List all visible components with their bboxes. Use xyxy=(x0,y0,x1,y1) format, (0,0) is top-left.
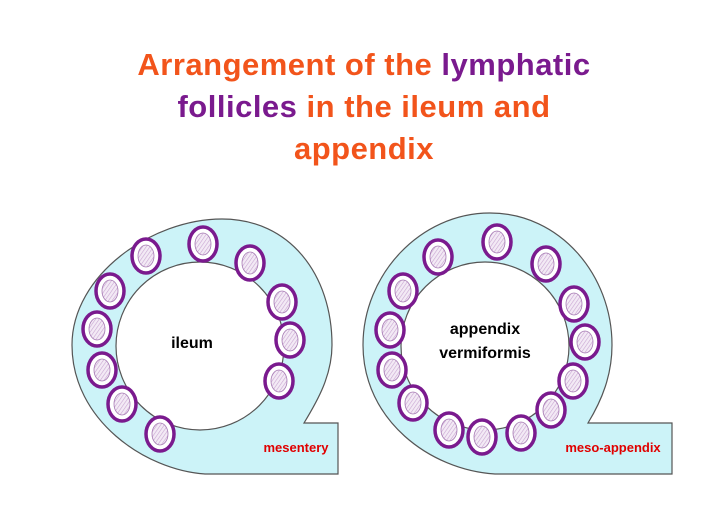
title-part-follicles: follicles xyxy=(177,89,298,124)
lymphatic-follicle xyxy=(466,418,498,456)
ileum-label: ileum xyxy=(171,335,213,352)
mesentery-label: mesentery xyxy=(263,440,329,455)
lymphatic-follicle xyxy=(558,285,590,323)
title-line-1: Arrangement of the lymphatic xyxy=(0,44,728,86)
lymphatic-follicle xyxy=(81,310,113,348)
lymphatic-follicle xyxy=(422,238,454,276)
lymphatic-follicle xyxy=(234,244,266,282)
lymphatic-follicle xyxy=(130,237,162,275)
lymphatic-follicle xyxy=(106,385,138,423)
title-part-appendix: appendix xyxy=(293,131,435,166)
meso-appendix-label: meso-appendix xyxy=(565,440,661,455)
title-part-arrangement: Arrangement of the xyxy=(137,47,442,82)
ileum-follicles xyxy=(81,225,306,453)
lymphatic-follicle xyxy=(535,391,567,429)
title-part-lymphatic: lymphatic xyxy=(441,47,591,82)
lymphatic-follicle xyxy=(433,411,465,449)
lymphatic-follicle xyxy=(376,351,408,389)
lymphatic-follicle xyxy=(374,311,406,349)
lymphatic-follicle xyxy=(144,415,176,453)
ileum-diagram: ileum mesentery xyxy=(71,218,339,475)
lymphatic-follicle xyxy=(387,272,419,310)
lymphatic-follicle xyxy=(274,321,306,359)
title-line-3: appendix xyxy=(0,128,728,170)
lymphatic-follicle xyxy=(481,223,513,261)
lymphatic-follicle xyxy=(266,283,298,321)
lymphatic-follicle xyxy=(94,272,126,310)
lymphatic-follicle xyxy=(86,351,118,389)
lymphatic-follicle xyxy=(505,414,537,452)
lymphatic-follicle xyxy=(530,245,562,283)
lymphatic-follicle xyxy=(569,323,601,361)
appendix-diagram: appendix vermiformis meso-appendix xyxy=(362,212,673,475)
title-part-ileum-and: in the ileum and xyxy=(297,89,551,124)
lymphatic-follicle xyxy=(187,225,219,263)
slide-title: Arrangement of the lymphatic follicles i… xyxy=(0,44,728,170)
appendix-label-line2: vermiformis xyxy=(439,345,531,362)
title-line-2: follicles in the ileum and xyxy=(0,86,728,128)
appendix-follicles xyxy=(374,223,601,456)
appendix-label-line1: appendix xyxy=(450,321,520,338)
lymphatic-follicle xyxy=(557,362,589,400)
lymphatic-follicle xyxy=(397,384,429,422)
lymphatic-follicle xyxy=(263,362,295,400)
